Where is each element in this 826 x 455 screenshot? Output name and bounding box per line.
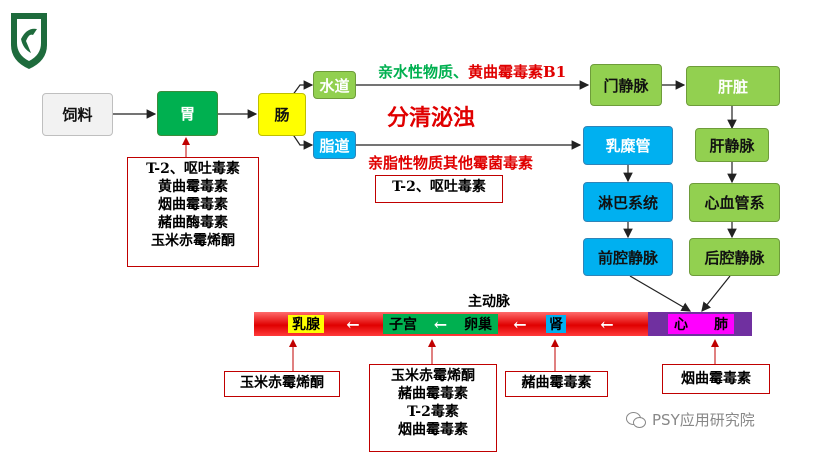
toxin-item: T-2毒素 (407, 404, 459, 420)
feed-label: 饲料 (62, 106, 93, 124)
kidney-toxins-box: 赭曲霉毒素 (505, 371, 608, 397)
lymph-node: 淋巴系统 (583, 182, 673, 222)
toxin-item: T-2、呕吐毒素 (146, 161, 240, 177)
thoracic-duct-label: 乳糜管 (605, 137, 651, 155)
toxin-item: 赭曲霉毒素 (521, 375, 592, 391)
fat-path-node: 脂道 (313, 131, 356, 159)
heart-label: 心 (674, 317, 688, 333)
stomach-label: 胃 (179, 105, 195, 123)
hydrophilic-label: 亲水性物质、 (378, 63, 469, 81)
lung-label: 肺 (714, 317, 728, 333)
kidney-label: 肾 (546, 315, 566, 333)
portal-vein-label: 门静脉 (603, 76, 649, 95)
stomach-node: 胃 (157, 91, 218, 136)
toxin-item: 烟曲霉毒素 (398, 422, 468, 438)
flow-arrow: ← (600, 314, 614, 334)
toxin-item: T-2、呕吐毒素 (392, 179, 486, 195)
toxin-item: 赭曲霉毒素 (398, 386, 468, 402)
wechat-icon (626, 411, 646, 428)
toxin-item: 赭曲酶毒素 (158, 215, 228, 231)
toxin-item: 烟曲霉毒素 (681, 371, 751, 387)
flow-arrow: ← (513, 314, 527, 334)
separate-annotation: 分清泌浊 (387, 105, 476, 131)
hepatic-vein-node: 肝静脉 (695, 128, 769, 162)
hydrophilic-red-label: 黄曲霉毒素B1 (468, 63, 567, 81)
stomach-toxins-box: T-2、呕吐毒素 黄曲霉毒素 烟曲霉毒素 赭曲酶毒素 玉米赤霉烯酮 (127, 157, 259, 267)
feed-node: 饲料 (42, 93, 113, 136)
mammary-toxins-box: 玉米赤霉烯酮 (224, 371, 340, 397)
uterus-ovary-segment: 子宫 ← 卵巢 (383, 314, 498, 334)
flow-arrow: ← (433, 314, 448, 334)
intestine-label: 肠 (274, 106, 290, 124)
watermark: PSY应用研究院 (626, 409, 755, 430)
aorta-label: 主动脉 (468, 294, 510, 310)
fat-toxins-box: T-2、呕吐毒素 (375, 175, 503, 203)
toxin-item: 烟曲霉毒素 (158, 197, 228, 213)
lipophilic-annotation: 亲脂性物质其他霉菌毒素 (368, 154, 534, 172)
liver-node: 肝脏 (686, 66, 780, 106)
line-intestine-fat (291, 132, 314, 150)
mammary-label: 乳腺 (288, 315, 324, 333)
toxin-item: 玉米赤霉烯酮 (151, 233, 235, 249)
arrow-anterior-heart (629, 275, 692, 312)
watermark-text: PSY应用研究院 (652, 411, 755, 429)
uterus-toxins-box: 玉米赤霉烯酮 赭曲霉毒素 T-2毒素 烟曲霉毒素 (369, 364, 497, 452)
flow-arrow: ← (346, 314, 360, 334)
cardiovascular-node: 心血管系 (689, 183, 780, 222)
heart-lung-toxins-box: 烟曲霉毒素 (662, 364, 770, 394)
fat-path-label: 脂道 (319, 136, 350, 155)
arrow-posterior-heart (701, 275, 731, 312)
hepatic-vein-label: 肝静脉 (709, 136, 755, 155)
water-path-node: 水道 (313, 71, 356, 99)
toxin-item: 玉米赤霉烯酮 (240, 375, 324, 391)
water-path-label: 水道 (319, 76, 350, 95)
portal-vein-node: 门静脉 (590, 64, 662, 106)
toxin-item: 黄曲霉毒素 (158, 179, 228, 195)
hydrophilic-annotation: 亲水性物质、黄曲霉毒素B1 (378, 61, 566, 82)
line-intestine-water (291, 80, 314, 97)
uterus-label: 子宫 (389, 317, 417, 333)
anterior-vena-cava-node: 前腔静脉 (583, 238, 673, 276)
thoracic-duct-node: 乳糜管 (583, 126, 673, 165)
shield-logo-icon (9, 9, 49, 71)
cardiovascular-label: 心血管系 (704, 194, 765, 212)
anterior-vena-cava-label: 前腔静脉 (597, 248, 658, 267)
intestine-node: 肠 (258, 93, 306, 136)
toxin-item: 玉米赤霉烯酮 (391, 368, 475, 384)
heart-lung-segment: 心 肺 (668, 314, 734, 334)
liver-label: 肝脏 (717, 77, 748, 96)
posterior-vena-cava-node: 后腔静脉 (689, 238, 780, 276)
posterior-vena-cava-label: 后腔静脉 (704, 248, 765, 267)
ovary-label: 卵巢 (464, 317, 492, 333)
lymph-label: 淋巴系统 (597, 193, 658, 212)
